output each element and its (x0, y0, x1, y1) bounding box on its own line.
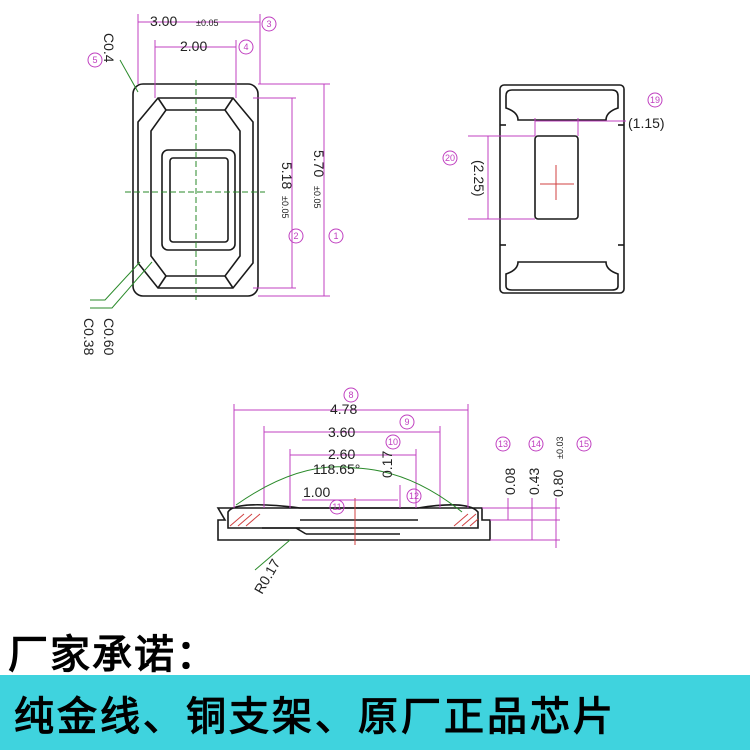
bottom-pad-top (505, 89, 619, 121)
bubble-15: 15 (579, 439, 589, 449)
bubble-19: 19 (650, 95, 660, 105)
promise-banner: 纯金线、铜支架、原厂正品芯片 (0, 675, 750, 750)
dim-pad-width: (1.15) (628, 115, 665, 131)
side-view-leaders (235, 466, 463, 571)
bubble-8: 8 (348, 390, 353, 400)
chamfer-top: C0.4 (101, 33, 117, 63)
dim-pad-height: (2.25) (471, 160, 487, 197)
manufacturer-promise-label: 厂家承诺： (8, 632, 218, 678)
side-view-body (216, 507, 491, 541)
dim-inner-height: 5.18 (279, 162, 295, 189)
side-view (216, 504, 491, 541)
top-view-dim-lines (87, 14, 344, 297)
bubble-10: 10 (388, 437, 398, 447)
bubble-20: 20 (445, 153, 455, 163)
dim-radius: R0.17 (251, 556, 284, 597)
dim-total-width: 4.78 (330, 401, 357, 417)
bottom-view-body (499, 84, 625, 294)
top-view-chip (169, 157, 229, 243)
dim-inner-width: 2.00 (180, 38, 207, 54)
dim-width: 3.00 (150, 13, 177, 29)
top-view-cavity (161, 149, 236, 251)
bubble-5: 5 (92, 55, 97, 65)
bubble-13: 13 (498, 439, 508, 449)
bubble-9: 9 (404, 417, 409, 427)
dim-d: 0.17 (379, 451, 395, 478)
bottom-pad-bottom (505, 261, 619, 291)
dim-inner-height-tol: ±0.05 (280, 196, 290, 218)
bubble-2: 2 (293, 231, 298, 241)
bubble-3: 3 (266, 19, 271, 29)
top-view-center-marks (125, 80, 265, 300)
dim-g: 0.80 (550, 470, 566, 497)
bottom-view-labels: (1.15) (2.25) 19 20 (445, 95, 665, 197)
promise-banner-text: 纯金线、铜支架、原厂正品芯片 (14, 693, 616, 740)
bubble-14: 14 (531, 439, 541, 449)
chamfer-b: C0.38 (81, 318, 97, 356)
top-view-labels: 3.00 ±0.05 2.00 5.70 ±0.05 5.18 ±0.05 C0… (81, 13, 339, 356)
dim-f: 0.43 (526, 468, 542, 495)
bottom-view-center-mark (540, 165, 574, 200)
bubble-11: 11 (332, 502, 341, 512)
side-view-labels: 4.78 3.60 2.60 118.65° 1.00 0.17 0.08 0.… (251, 390, 589, 597)
bottom-pad-center (534, 135, 579, 220)
bubble-12: 12 (409, 491, 419, 501)
dim-a: 3.60 (328, 424, 355, 440)
side-view-hatch (229, 498, 479, 545)
technical-drawing: 3.00 ±0.05 2.00 5.70 ±0.05 5.18 ±0.05 C0… (81, 13, 665, 597)
chamfer-a: C0.60 (101, 318, 117, 356)
dim-height-tol: ±0.05 (312, 186, 322, 208)
top-view-leaders (90, 59, 153, 309)
bottom-view (499, 84, 625, 294)
bottom-view-dim-lines (442, 92, 663, 220)
dim-g-tol: ±0.03 (555, 437, 565, 459)
dim-c: 1.00 (303, 484, 330, 500)
bubble-1: 1 (333, 231, 338, 241)
dim-width-tol: ±0.05 (196, 18, 218, 28)
dim-height: 5.70 (311, 150, 327, 177)
dim-b: 2.60 (328, 446, 355, 462)
side-view-lens (227, 504, 479, 529)
dim-angle: 118.65° (313, 461, 360, 477)
bubble-4: 4 (243, 42, 248, 52)
dim-e: 0.08 (502, 468, 518, 495)
side-view-dim-lines (233, 387, 592, 548)
